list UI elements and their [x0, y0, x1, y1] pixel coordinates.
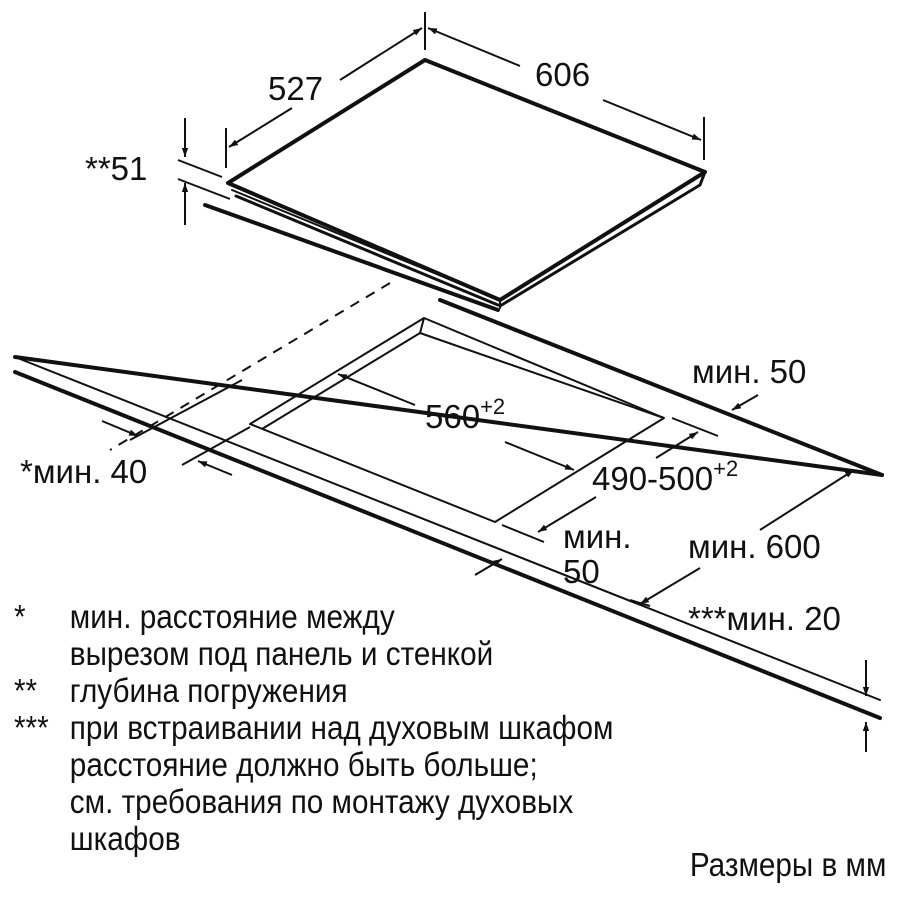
- footnote-indent: [14, 746, 70, 783]
- label-527: 527: [268, 70, 324, 107]
- dim-side-40: [101, 379, 251, 476]
- dim-51: [177, 118, 231, 225]
- label-side-40: *мин. 40: [20, 453, 148, 490]
- footnote-3: *** при встраивании над духовым шкафом: [14, 709, 613, 746]
- footnote-text: см. требования по монтажу духовых: [69, 783, 574, 820]
- label-490-500: 490-500+2: [592, 458, 738, 497]
- cutout-width-value: 560: [425, 398, 481, 435]
- dim-front-50: [474, 558, 503, 576]
- cutout-width-tolerance: +2: [480, 394, 506, 419]
- dim-600: [629, 469, 855, 607]
- footnote-mark: **: [14, 672, 38, 709]
- dim-490-500: [501, 417, 719, 543]
- footnote-3-cont: шкафов: [14, 820, 613, 857]
- footnote-text: глубина погружения: [69, 672, 348, 709]
- cutout-depth-value: 490-500: [592, 460, 714, 497]
- label-51: **51: [85, 150, 148, 187]
- footnote-3-cont: см. требования по монтажу духовых: [14, 783, 613, 820]
- label-back-50: мин. 50: [692, 353, 807, 390]
- label-606: 606: [535, 56, 591, 93]
- countertop: [13, 355, 884, 477]
- units-label: Размеры в мм: [689, 846, 886, 883]
- dim-606: [427, 27, 705, 160]
- footnote-indent: [14, 635, 70, 672]
- dim-back-50: [731, 394, 759, 411]
- label-thickness-20: ***мин. 20: [688, 600, 841, 637]
- label-front-50-line2: 50: [563, 553, 600, 590]
- footnote-text: мин. расстояние между: [69, 598, 395, 635]
- cutout: [249, 317, 665, 523]
- label-560: 560+2: [425, 396, 505, 435]
- dim-560: [337, 373, 575, 471]
- footnote-3-cont: расстояние должно быть больше;: [14, 746, 613, 783]
- projection-line: [109, 282, 391, 451]
- footnote-1-cont: вырезом под панель и стенкой: [14, 635, 613, 672]
- footnote-indent: [14, 783, 70, 820]
- footnote-indent: [14, 820, 70, 857]
- footnote-2: ** глубина погружения: [14, 672, 613, 709]
- footnote-text: при встраивании над духовым шкафом: [69, 709, 614, 746]
- dim-527: [225, 12, 426, 168]
- footnote-mark: ***: [14, 709, 49, 746]
- footnotes: * мин. расстояние между вырезом под пане…: [14, 598, 613, 857]
- footnote-1: * мин. расстояние между: [14, 598, 613, 635]
- footnote-mark: *: [14, 598, 26, 635]
- footnote-text: расстояние должно быть больше;: [69, 746, 538, 783]
- footnote-text: шкафов: [69, 820, 181, 857]
- label-front-50-line1: мин.: [563, 518, 632, 555]
- hob-outline: [203, 58, 707, 312]
- footnote-text: вырезом под панель и стенкой: [69, 635, 494, 672]
- cutout-depth-tolerance: +2: [713, 456, 739, 481]
- label-600: мин. 600: [688, 528, 821, 565]
